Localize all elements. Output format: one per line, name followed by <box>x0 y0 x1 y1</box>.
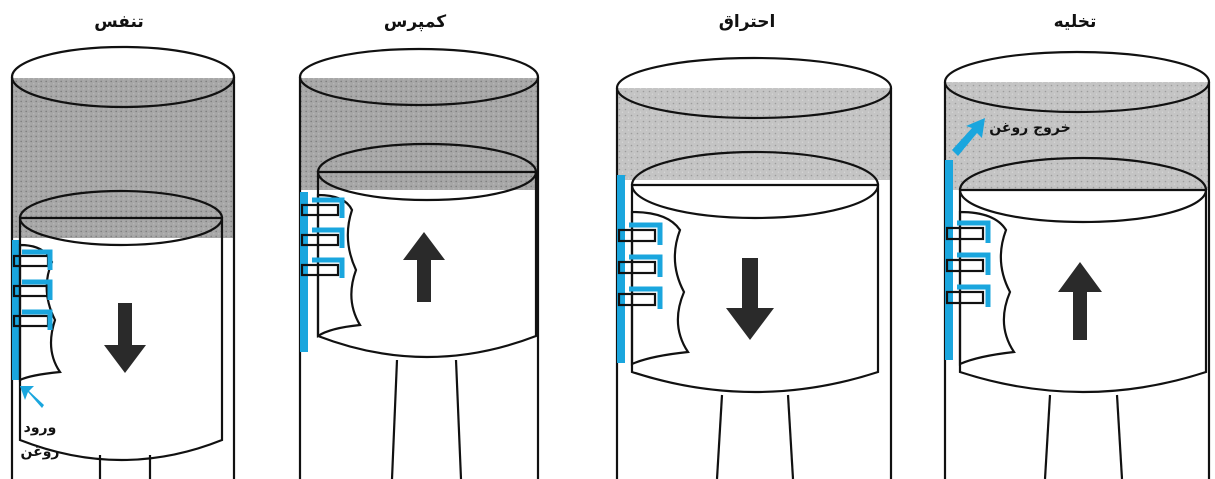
stage-exhaust: تخلیه خروج روغن <box>945 12 1209 479</box>
oil-in-arrow-icon <box>20 386 44 408</box>
oil-in-label-line2: روغن <box>21 444 60 460</box>
arrow-up-icon <box>1058 262 1102 340</box>
stage-title-compression: کمپرس <box>384 12 446 32</box>
oil-in-label-line1: ورود <box>24 420 57 436</box>
cylinder-shade <box>945 82 1209 190</box>
arrow-up-icon <box>403 232 445 302</box>
stage-compression: کمپرس <box>300 12 538 479</box>
stage-title-combustion: احتراق <box>719 12 776 32</box>
stage-combustion: احتراق <box>617 12 891 479</box>
cylinder-shade <box>617 88 891 180</box>
cylinder-shade <box>300 78 538 190</box>
piston-rings <box>619 225 660 309</box>
arrow-down-icon <box>726 258 774 340</box>
arrow-down-icon <box>104 303 146 373</box>
oil-out-label: خروج روغن <box>989 120 1070 136</box>
piston-rings <box>947 223 988 307</box>
stage-title-exhaust: تخلیه <box>1054 12 1097 32</box>
cylinder-shade <box>12 78 234 238</box>
stage-title-intake: تنفس <box>94 12 144 32</box>
stage-intake: تنفس ورود روغن <box>12 12 234 479</box>
